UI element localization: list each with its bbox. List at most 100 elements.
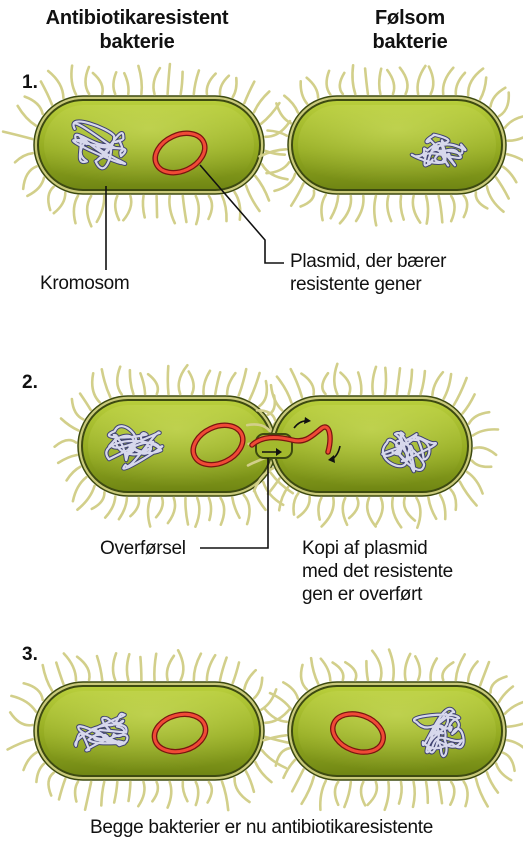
- pilus: [343, 498, 347, 525]
- pilus: [80, 394, 91, 410]
- pilus: [372, 367, 376, 394]
- pilus: [74, 196, 78, 224]
- heading-resistant-bacterium: Antibiotikaresistent bakterie: [12, 6, 262, 54]
- pilus: [250, 373, 260, 400]
- pilus: [456, 73, 465, 94]
- pilus: [64, 654, 76, 681]
- bacterium-resistant-3: [8, 650, 293, 810]
- pilus: [244, 495, 250, 524]
- pilus: [352, 65, 355, 94]
- pilus: [222, 782, 228, 811]
- pilus: [183, 196, 187, 222]
- pilus: [335, 782, 338, 805]
- pilus: [179, 365, 188, 394]
- pilus: [129, 782, 131, 801]
- pilus: [507, 154, 523, 166]
- pilus: [227, 373, 235, 394]
- pilus: [105, 496, 115, 517]
- pilus: [43, 665, 52, 691]
- pilus: [413, 782, 415, 807]
- pilus: [439, 196, 443, 222]
- pilus: [358, 373, 361, 395]
- pilus: [59, 779, 65, 800]
- pilus: [220, 76, 229, 95]
- pilus: [92, 373, 100, 402]
- pilus: [443, 68, 453, 94]
- heading-line: Følsom: [330, 6, 490, 30]
- pilus: [56, 663, 63, 684]
- pilus: [233, 78, 237, 97]
- pilus: [259, 381, 266, 406]
- pilus: [123, 196, 131, 220]
- pilus: [3, 132, 32, 139]
- pilus: [140, 373, 145, 394]
- pilus: [58, 455, 77, 463]
- pilus: [472, 461, 491, 467]
- pilus: [283, 682, 298, 698]
- pilus: [41, 82, 52, 105]
- pilus: [24, 752, 37, 770]
- pilus: [168, 366, 169, 394]
- pilus: [392, 498, 401, 527]
- pilus: [387, 70, 394, 94]
- pilus: [439, 782, 442, 803]
- pilus: [327, 71, 331, 95]
- pilus: [476, 192, 488, 208]
- pilus: [444, 374, 451, 399]
- pilus: [333, 663, 344, 681]
- heading-line: bakterie: [12, 30, 262, 54]
- pilus: [114, 782, 117, 803]
- step-number-1: 1.: [22, 72, 38, 94]
- pilus: [463, 394, 475, 413]
- pilus: [138, 66, 141, 94]
- bacterium-sensitive-3: [264, 650, 523, 810]
- pilus: [10, 712, 32, 725]
- pilus: [152, 782, 158, 801]
- pilus: [270, 693, 291, 709]
- pilus: [87, 196, 91, 226]
- pilus: [268, 479, 280, 494]
- pilus: [233, 663, 239, 684]
- pilus: [48, 773, 53, 796]
- pilus: [194, 71, 199, 95]
- pilus: [143, 196, 145, 217]
- pilus: [168, 782, 172, 808]
- label-line: resistente gener: [290, 273, 446, 296]
- pilus: [77, 486, 94, 510]
- pilus: [451, 489, 456, 509]
- pilus: [456, 654, 465, 680]
- pilus: [235, 778, 250, 802]
- heading-sensitive-bacterium: Følsom bakterie: [330, 6, 490, 54]
- pilus: [460, 482, 477, 506]
- pilus: [8, 739, 33, 749]
- pilus: [356, 196, 363, 221]
- pilus: [55, 440, 77, 447]
- pilus: [140, 657, 141, 680]
- pilus: [374, 196, 376, 225]
- pilus: [97, 656, 102, 680]
- pilus: [368, 782, 377, 805]
- pilus: [148, 498, 150, 527]
- pilus: [292, 769, 303, 791]
- pilus: [54, 193, 66, 213]
- pilus: [496, 764, 511, 781]
- pilus: [507, 740, 523, 752]
- pilus: [181, 72, 183, 94]
- pilus: [255, 762, 271, 782]
- pilus: [379, 69, 381, 94]
- label-plasmid-copy: Kopi af plasmid med det resistente gen e…: [302, 537, 453, 606]
- pilus: [207, 655, 215, 680]
- pilus: [450, 782, 454, 805]
- pilus: [194, 654, 201, 680]
- pilus: [183, 782, 188, 801]
- pilus: [97, 196, 104, 222]
- pilus: [508, 721, 523, 726]
- step-number-2: 2.: [22, 372, 38, 394]
- pilus: [301, 81, 307, 103]
- pilus: [113, 653, 116, 680]
- pilus: [490, 677, 506, 693]
- pilus: [189, 372, 194, 395]
- pilus: [156, 498, 163, 517]
- pilus: [291, 183, 303, 205]
- pilus: [480, 662, 489, 685]
